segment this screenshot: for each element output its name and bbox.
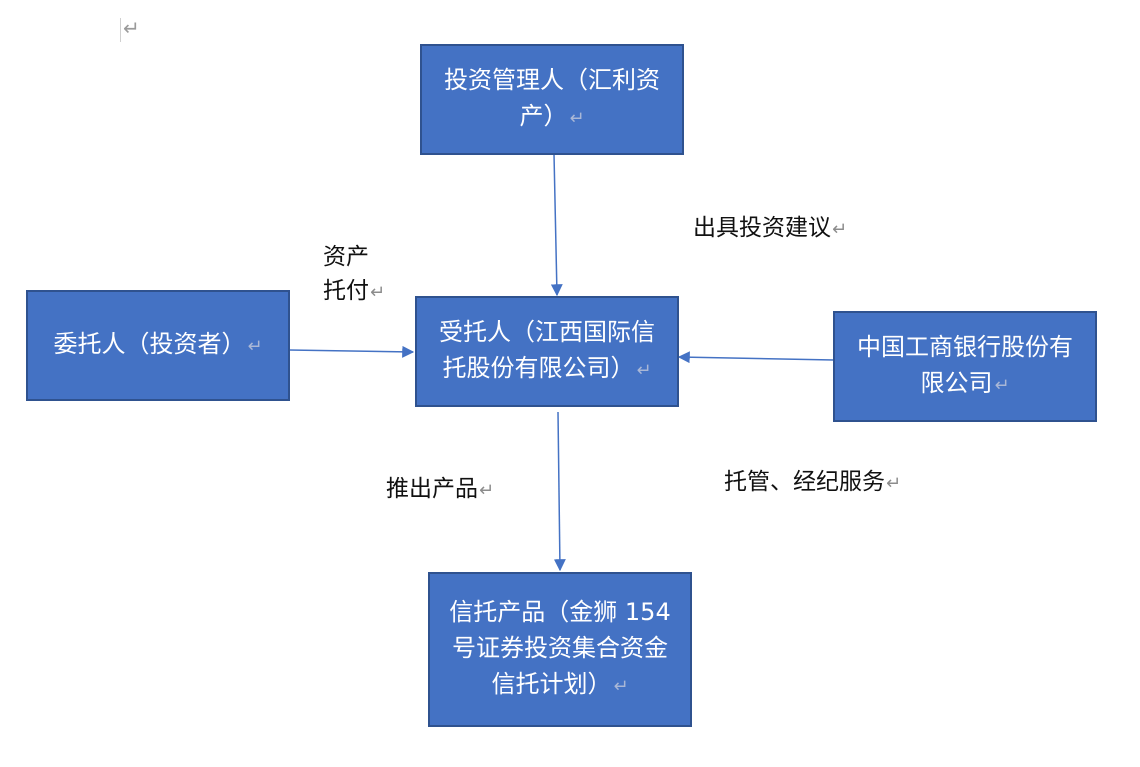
edge-label-custody-service-text: 托管、经纪服务 <box>724 469 885 495</box>
arrow-trustor-to-trustee <box>288 345 415 358</box>
edge-label-launch-product: 推出产品↵ <box>386 472 494 508</box>
node-investment-manager-label: 投资管理人（汇利资产） <box>444 66 660 130</box>
edge-label-asset-delivery: 资产 托付↵ <box>323 240 385 310</box>
node-investment-manager: 投资管理人（汇利资产）↵ <box>420 44 684 155</box>
node-trust-product-label: 信托产品（金狮 154 号证券投资集合资金信托计划） <box>449 598 671 698</box>
edge-label-custody-service: 托管、经纪服务↵ <box>724 465 901 501</box>
node-trustee-label: 受托人（江西国际信托股份有限公司） <box>439 318 655 382</box>
node-trustee: 受托人（江西国际信托股份有限公司）↵ <box>415 296 679 407</box>
edge-label-advice: 出具投资建议↵ <box>693 211 847 247</box>
paragraph-mark-icon: ↵ <box>569 108 585 129</box>
paragraph-mark-icon: ↵ <box>479 480 495 501</box>
arrow-custodian-to-trustee <box>677 351 835 364</box>
paragraph-mark-icon: ↵ <box>247 336 263 357</box>
node-trustor: 委托人（投资者）↵ <box>26 290 290 401</box>
edge-label-launch-product-text: 推出产品 <box>386 476 478 502</box>
node-trust-product: 信托产品（金狮 154 号证券投资集合资金信托计划）↵ <box>428 572 692 727</box>
paragraph-mark-icon: ↵ <box>370 282 386 303</box>
paragraph-mark-icon: ↵ <box>613 676 629 697</box>
arrow-trustee-to-product <box>553 411 566 572</box>
arrow-manager-to-trustee <box>550 153 563 297</box>
edge-label-asset-delivery-line1: 资产 <box>323 244 369 270</box>
paragraph-mark-icon: ↵ <box>994 375 1010 396</box>
node-trustor-label: 委托人（投资者） <box>53 330 246 358</box>
edge-label-asset-delivery-line2: 托付 <box>323 278 369 304</box>
paragraph-mark-icon: ↵ <box>636 360 652 381</box>
paragraph-mark-icon: ↵ <box>120 18 147 42</box>
node-custodian-label: 中国工商银行股份有限公司 <box>857 333 1073 397</box>
paragraph-mark-icon: ↵ <box>832 219 848 240</box>
paragraph-mark-icon: ↵ <box>886 473 902 494</box>
edge-label-advice-text: 出具投资建议 <box>693 215 831 241</box>
node-custodian: 中国工商银行股份有限公司↵ <box>833 311 1097 422</box>
